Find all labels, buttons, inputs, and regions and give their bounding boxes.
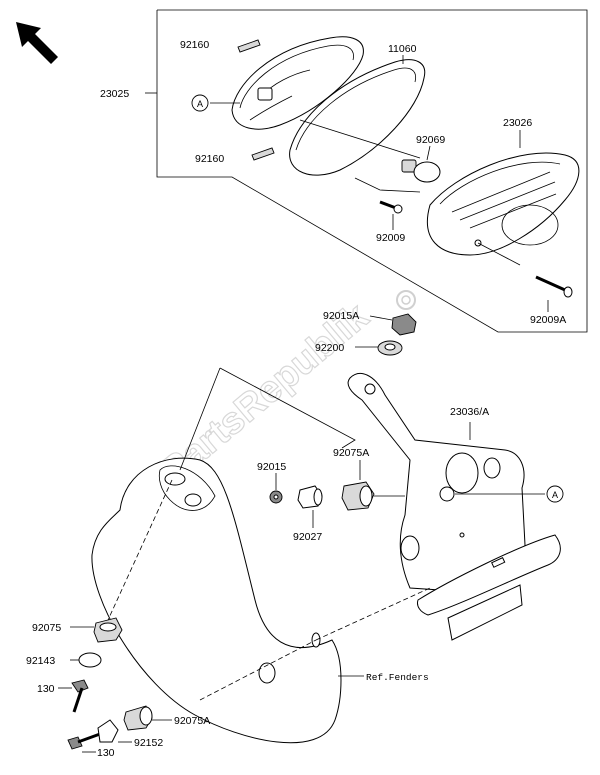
tail-lamp-housing: [231, 36, 364, 130]
bulb: [401, 159, 441, 183]
screw-92009: [379, 200, 403, 214]
pin-92160-top: [237, 39, 261, 53]
pin-92160-bottom: [251, 147, 275, 161]
tail-lamp-lens: [426, 152, 580, 256]
label-92015: 92015: [257, 461, 286, 473]
rear-fender: [91, 457, 342, 744]
label-92143: 92143: [26, 655, 55, 667]
bolt-130-lower: [67, 732, 101, 750]
label-23036A: 23036/A: [450, 406, 489, 418]
nut-92015A: [391, 313, 417, 336]
label-ref-fenders: Ref.Fenders: [366, 672, 429, 683]
ref-marker-a-bracket: A: [546, 485, 564, 503]
label-130-upper: 130: [37, 683, 55, 695]
assembly-frame: [156, 9, 588, 333]
screw-92009A: [535, 275, 573, 298]
label-11060: 11060: [388, 43, 417, 55]
ref-marker-a-lamp: A: [191, 94, 209, 112]
label-23026: 23026: [503, 117, 532, 129]
svg-text:A: A: [552, 490, 558, 500]
nut-92015: [269, 490, 283, 504]
label-23025: 23025: [100, 88, 129, 100]
grommet-92075: [93, 617, 123, 643]
label-92152: 92152: [134, 737, 163, 749]
watermark-gear-icon: [396, 290, 416, 310]
collar-92027: [297, 485, 323, 509]
label-130-lower: 130: [97, 747, 115, 759]
washer-92200: [377, 340, 403, 356]
grommet-92075A-bottom: [123, 705, 153, 731]
label-92200: 92200: [315, 342, 344, 354]
spacer-92152: [97, 719, 119, 743]
label-92160-bottom: 92160: [195, 153, 224, 165]
label-92075A-top: 92075A: [333, 447, 369, 459]
label-92160-top: 92160: [180, 39, 209, 51]
label-92027: 92027: [293, 531, 322, 543]
label-92009: 92009: [376, 232, 405, 244]
license-bracket: [347, 373, 526, 591]
svg-text:A: A: [197, 99, 203, 109]
license-plate-holder: [417, 534, 561, 641]
collar-92143: [78, 652, 102, 668]
gasket: [289, 59, 426, 176]
label-92075A-bottom: 92075A: [174, 715, 210, 727]
label-92069: 92069: [416, 134, 445, 146]
bolt-130-upper: [71, 679, 89, 713]
label-92075: 92075: [32, 622, 61, 634]
label-92009A: 92009A: [530, 314, 566, 326]
grommet-92075A-top: [341, 481, 375, 511]
direction-arrow-icon: [16, 22, 58, 64]
label-92015A: 92015A: [323, 310, 359, 322]
